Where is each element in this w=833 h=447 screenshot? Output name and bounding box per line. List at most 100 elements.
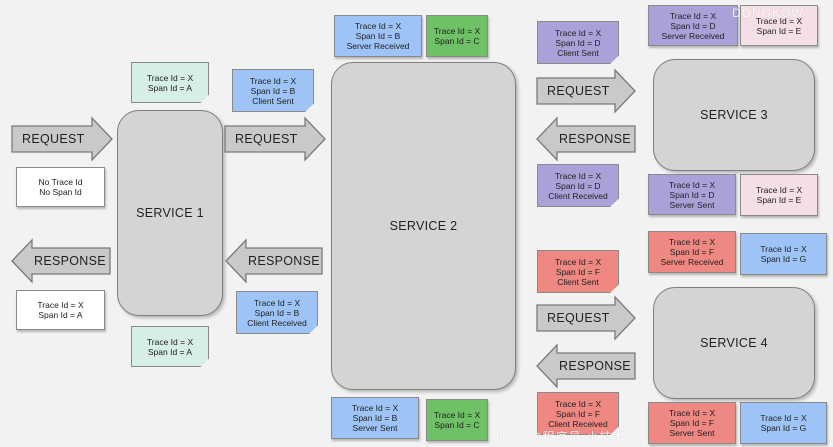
response-out-label: RESPONSE: [34, 254, 106, 268]
note-line: Span Id = B: [355, 31, 401, 41]
note-line: Trace Id = X: [668, 179, 716, 190]
response-out-arrow-shape: [11, 238, 111, 284]
note-line: Span Id = F: [555, 408, 601, 419]
service-3-label: SERVICE 3: [700, 108, 768, 122]
request-s1-s2-arrow: REQUEST: [224, 116, 326, 162]
request-s2-s4-arrow: REQUEST: [536, 295, 636, 341]
note-line: Trace Id = X: [351, 403, 399, 413]
note-line: Span Id = G: [760, 254, 807, 264]
request-s2-s4-label: REQUEST: [547, 311, 610, 325]
note-line: Client Received: [548, 190, 608, 201]
request-in-label: REQUEST: [22, 132, 85, 146]
note-line: Server Sent: [352, 423, 398, 433]
note-line: Trace Id = X: [249, 75, 297, 86]
note-line: Trace Id = X: [755, 185, 803, 195]
service-1-label: SERVICE 1: [136, 206, 204, 220]
watermark-top: DONGKOW: [732, 6, 804, 20]
service-1-box: SERVICE 1: [117, 110, 223, 316]
note-line: Trace Id = X: [37, 300, 84, 310]
note-line: Span Id = B: [250, 85, 296, 96]
note-line: Server Sent: [669, 428, 715, 438]
note-line: Span Id = F: [555, 266, 601, 277]
response-s4-s2-label: RESPONSE: [559, 359, 631, 373]
request-s2-s3-arrow: REQUEST: [536, 68, 636, 114]
response-s3-s2-arrow-shape: [536, 116, 636, 162]
note-line: Span Id = C: [434, 420, 480, 430]
note-line: Trace Id = X: [433, 26, 481, 36]
note-line: Client Received: [247, 317, 307, 328]
note-line: Span Id = E: [756, 25, 802, 36]
note-line: Span Id = E: [756, 195, 802, 205]
note-line: Trace Id = X: [146, 336, 194, 347]
response-out-arrow: RESPONSE: [11, 238, 111, 284]
response-s2-s1-label: RESPONSE: [248, 254, 320, 268]
request-s2-s3-arrow-shape: [536, 68, 636, 114]
note-line: Trace Id = X: [755, 15, 803, 26]
note-line: Server Sent: [669, 199, 715, 210]
note-line: Trace Id = X: [554, 256, 602, 267]
watermark-bottom: DDN @程序员-小技术: [496, 430, 626, 444]
response-s2-s1-arrow-shape: [225, 238, 323, 284]
note-line: Trace Id = X: [669, 10, 717, 21]
note-line: Client Sent: [252, 95, 294, 106]
note-line: Span Id = A: [38, 310, 83, 320]
service-4-box: SERVICE 4: [653, 287, 815, 399]
note-line: Span Id = G: [760, 423, 807, 433]
note-line: Span Id = B: [254, 307, 300, 318]
note-line: Trace Id = X: [554, 398, 602, 409]
response-s4-s2-arrow-shape: [536, 343, 636, 389]
note-line: Span Id = A: [147, 82, 193, 93]
note-line: Span Id = D: [669, 189, 715, 200]
service-2-label: SERVICE 2: [389, 219, 458, 233]
request-s2-s3-label: REQUEST: [547, 84, 610, 98]
note-line: Trace Id = X: [146, 72, 194, 83]
note-line: Trace Id = X: [668, 237, 716, 247]
note-line: Client Sent: [557, 276, 599, 287]
request-s1-s2-arrow-shape: [224, 116, 326, 162]
note-line: Trace Id = X: [668, 408, 716, 418]
note-line: Span Id = F: [669, 418, 715, 428]
note-line: Server Received: [346, 41, 410, 51]
note-line: Client Received: [548, 418, 608, 429]
note-line: Trace Id = X: [433, 410, 481, 420]
note-line: Trace Id = X: [554, 170, 602, 181]
note-line: No Span Id: [39, 187, 82, 197]
note-line: Client Sent: [557, 47, 599, 58]
note-line: Span Id = A: [147, 346, 193, 357]
note-line: Span Id = F: [669, 247, 715, 257]
note-line: Trace Id = X: [760, 244, 807, 254]
service-2-box: SERVICE 2: [331, 62, 516, 390]
note-line: Trace Id = X: [554, 27, 602, 38]
request-s2-s4-arrow-shape: [536, 295, 636, 341]
request-s1-s2-label: REQUEST: [235, 132, 298, 146]
note-line: Span Id = D: [555, 37, 601, 48]
note-line: Span Id = B: [352, 413, 398, 423]
response-s3-s2-arrow: RESPONSE: [536, 116, 636, 162]
response-s2-s1-arrow: RESPONSE: [225, 238, 323, 284]
note-line: Span Id = D: [670, 20, 716, 31]
service-3-box: SERVICE 3: [653, 59, 815, 171]
note-line: Span Id = C: [434, 36, 480, 46]
note-line: Trace Id = X: [253, 297, 301, 308]
note-line: No Trace Id: [38, 177, 83, 187]
